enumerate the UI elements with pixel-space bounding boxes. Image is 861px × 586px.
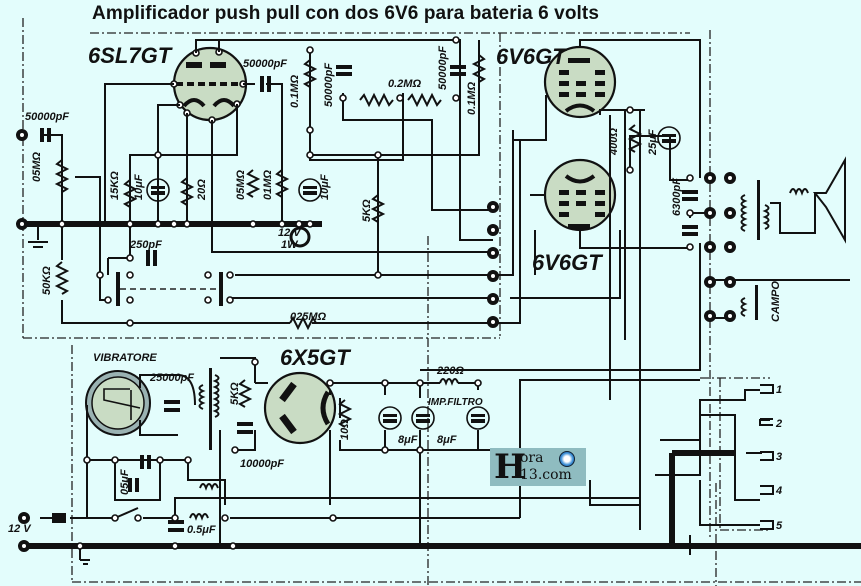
wiring <box>40 39 850 560</box>
terminal-connectors <box>16 129 736 552</box>
label-5k: 5KΩ <box>361 199 373 222</box>
rotated-labels: 05MΩ 50KΩ 15KΩ 10μF 20Ω 05MΩ 01MΩ 10μF 0… <box>31 46 782 495</box>
pin-label: 1 <box>776 384 782 396</box>
label-vibrator: VIBRATORE <box>93 352 157 364</box>
label-6300pf: 6300pF <box>671 178 683 216</box>
label-choke: 220Ω <box>436 365 464 377</box>
label-6v6gt-lower: 6V6GT <box>532 250 603 275</box>
resistor-symbols <box>54 54 643 428</box>
junction-nodes <box>58 36 694 550</box>
label-05uf-b: 0.5μF <box>187 524 216 536</box>
label-50000-right: 50000pF <box>437 46 449 90</box>
label-6x5gt: 6X5GT <box>280 345 351 370</box>
label-10000pf: 10000pF <box>240 458 284 470</box>
label-025m: 025MΩ <box>290 311 327 323</box>
label-25uf: 25μF <box>647 129 659 156</box>
pilot-lamp-icon <box>289 226 311 248</box>
label-15k: 15KΩ <box>109 171 121 200</box>
pin-label: 2 <box>775 418 782 430</box>
label-choke-name: IMP.FILTRO <box>428 397 483 408</box>
watermark-logo[interactable]: H ora 13.com <box>490 448 586 486</box>
fuse-icon <box>52 513 66 523</box>
label-coupling-cap: 50000pF <box>243 58 287 70</box>
connector-pins <box>759 384 774 530</box>
capacitor-symbols <box>40 65 698 532</box>
label-10: 10Ω <box>339 419 351 440</box>
tube-6v6gt-upper <box>543 45 617 119</box>
label-400: 400Ω <box>608 128 620 156</box>
label-6sl7gt: 6SL7GT <box>88 43 173 68</box>
label-50k: 50KΩ <box>41 266 53 295</box>
label-250pf: 250pF <box>129 239 162 251</box>
label-6v6gt-upper: 6V6GT <box>496 44 567 69</box>
globe-flag-icon <box>559 451 575 467</box>
label-20: 20Ω <box>196 179 208 201</box>
power-switch <box>114 507 139 519</box>
connector-pin-labels: 1 2 3 4 5 <box>775 384 783 532</box>
range-switch <box>116 272 223 306</box>
label-01m-a: 01MΩ <box>262 170 274 200</box>
schematic-title: Amplificador push pull con dos 6V6 para … <box>92 3 600 24</box>
label-10uf-a: 10μF <box>133 174 145 200</box>
transformer-cores <box>209 180 760 450</box>
watermark-line2: 13.com <box>520 467 572 483</box>
label-supply: 12 V <box>8 523 32 535</box>
tube-6x5gt <box>263 371 337 445</box>
label-50000-mid: 50000pF <box>323 63 335 107</box>
label-campo: CAMPO <box>770 281 782 322</box>
label-8uf-b: 8μF <box>437 434 457 446</box>
label-01m-b: 0.1MΩ <box>289 75 301 108</box>
inductor-symbols <box>189 188 809 521</box>
watermark-initial: H <box>494 447 527 487</box>
ground-icon <box>28 224 90 565</box>
label-01m-right: 0.1MΩ <box>466 82 478 115</box>
tube-6v6gt-lower <box>543 158 617 232</box>
label-tone-pot: 0.2MΩ <box>388 78 421 90</box>
label-pilot-lamp: 12 V <box>278 227 302 239</box>
label-pilot-lamp-power: 1W <box>281 239 299 251</box>
vibrator <box>85 370 151 436</box>
speaker-icon <box>770 156 846 244</box>
label-05uf-a: 05μF <box>119 469 131 495</box>
pin-label: 5 <box>776 520 783 532</box>
label-05m: 05MΩ <box>235 170 247 200</box>
label-25000pf: 25000pF <box>149 372 194 384</box>
label-5k-trafo: 5KΩ <box>229 382 241 405</box>
label-10uf-b: 10μF <box>319 174 331 200</box>
tube-6sl7gt <box>170 46 248 124</box>
pin-label: 3 <box>776 451 782 463</box>
watermark-line1: ora <box>520 450 544 466</box>
electrolytic-capacitors <box>146 126 681 430</box>
pin-label: 4 <box>775 485 782 497</box>
label-volume-pot: 05MΩ <box>31 152 43 182</box>
label-input-cap: 50000pF <box>25 111 69 123</box>
label-8uf-a: 8μF <box>398 434 418 446</box>
